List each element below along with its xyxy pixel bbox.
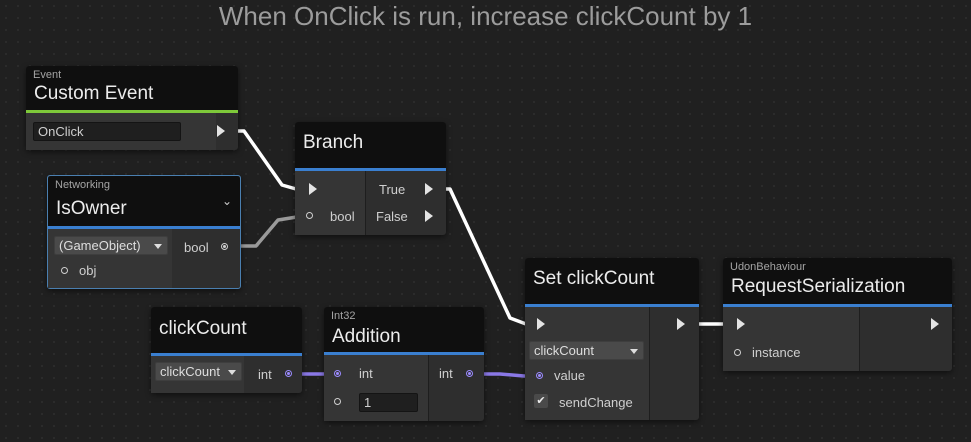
flow-out-port[interactable]	[217, 125, 225, 137]
flow-in-port[interactable]	[737, 318, 745, 330]
flow-in-port[interactable]	[537, 318, 545, 330]
node-title: Branch	[303, 132, 364, 153]
second-value-input[interactable]: 1	[359, 393, 418, 412]
false-label: False	[376, 209, 408, 224]
addition-node[interactable]: Int32 Addition int 1 int	[324, 307, 484, 421]
set-clickcount-node[interactable]: Set clickCount clickCount value ✔ sendCh…	[525, 258, 699, 420]
chevron-down-icon[interactable]: ⌄	[221, 194, 232, 208]
branch-node[interactable]: Branch bool True False	[295, 122, 446, 235]
false-out-port[interactable]	[425, 210, 433, 222]
instance-in-port[interactable]	[734, 349, 741, 356]
value-label: value	[554, 368, 586, 383]
type-dropdown[interactable]: (GameObject)	[54, 236, 168, 255]
node-title: RequestSerialization	[731, 276, 906, 297]
send-change-label: sendChange	[559, 395, 633, 410]
true-out-port[interactable]	[425, 183, 433, 195]
custom-event-node[interactable]: Event Custom Event OnClick	[26, 66, 238, 150]
event-name-input[interactable]: OnClick	[33, 122, 181, 141]
flow-out-port[interactable]	[931, 318, 939, 330]
flow-out-port[interactable]	[677, 318, 685, 330]
int-in-port[interactable]	[334, 370, 341, 377]
obj-in-port[interactable]	[61, 267, 68, 274]
node-title: clickCount	[159, 318, 247, 339]
input-label: bool	[330, 209, 355, 224]
input-label: int	[359, 366, 373, 381]
isowner-node[interactable]: Networking IsOwner ⌄ (GameObject) obj bo…	[47, 175, 241, 289]
bool-out-port[interactable]	[221, 243, 228, 250]
int-out-port[interactable]	[466, 370, 473, 377]
node-title: Custom Event	[34, 83, 154, 104]
chevron-down-icon	[228, 370, 236, 375]
node-title: IsOwner	[56, 198, 127, 219]
request-serialization-node[interactable]: UdonBehaviour RequestSerialization insta…	[723, 258, 952, 371]
node-title: Set clickCount	[533, 268, 655, 289]
node-category: Event	[33, 69, 62, 81]
node-category: Networking	[55, 179, 111, 191]
graph-title: When OnClick is run, increase clickCount…	[218, 1, 753, 31]
node-category: UdonBehaviour	[730, 261, 806, 273]
int-out-port[interactable]	[285, 370, 292, 377]
chevron-down-icon	[630, 349, 638, 354]
chevron-down-icon	[154, 244, 162, 249]
flow-in-port[interactable]	[309, 183, 317, 195]
node-category: Int32	[331, 310, 356, 322]
variable-dropdown[interactable]: clickCount	[529, 341, 644, 360]
output-label: int	[439, 366, 453, 381]
bool-in-port[interactable]	[306, 212, 313, 219]
bool-wire-isowner-branch	[232, 214, 304, 248]
value-in-port[interactable]	[536, 372, 543, 379]
node-title: Addition	[332, 326, 401, 347]
variable-dropdown[interactable]: clickCount	[155, 362, 242, 381]
int-in-port-2[interactable]	[334, 398, 341, 405]
send-change-checkbox[interactable]: ✔	[534, 394, 548, 408]
flow-wire-branch-set	[437, 187, 527, 326]
clickcount-get-node[interactable]: clickCount clickCount int	[151, 307, 302, 393]
output-label: bool	[184, 240, 209, 255]
input-label: obj	[79, 263, 97, 278]
flow-wire-event-branch	[232, 129, 297, 191]
instance-label: instance	[752, 345, 801, 360]
true-label: True	[379, 182, 406, 197]
output-label: int	[258, 367, 272, 382]
